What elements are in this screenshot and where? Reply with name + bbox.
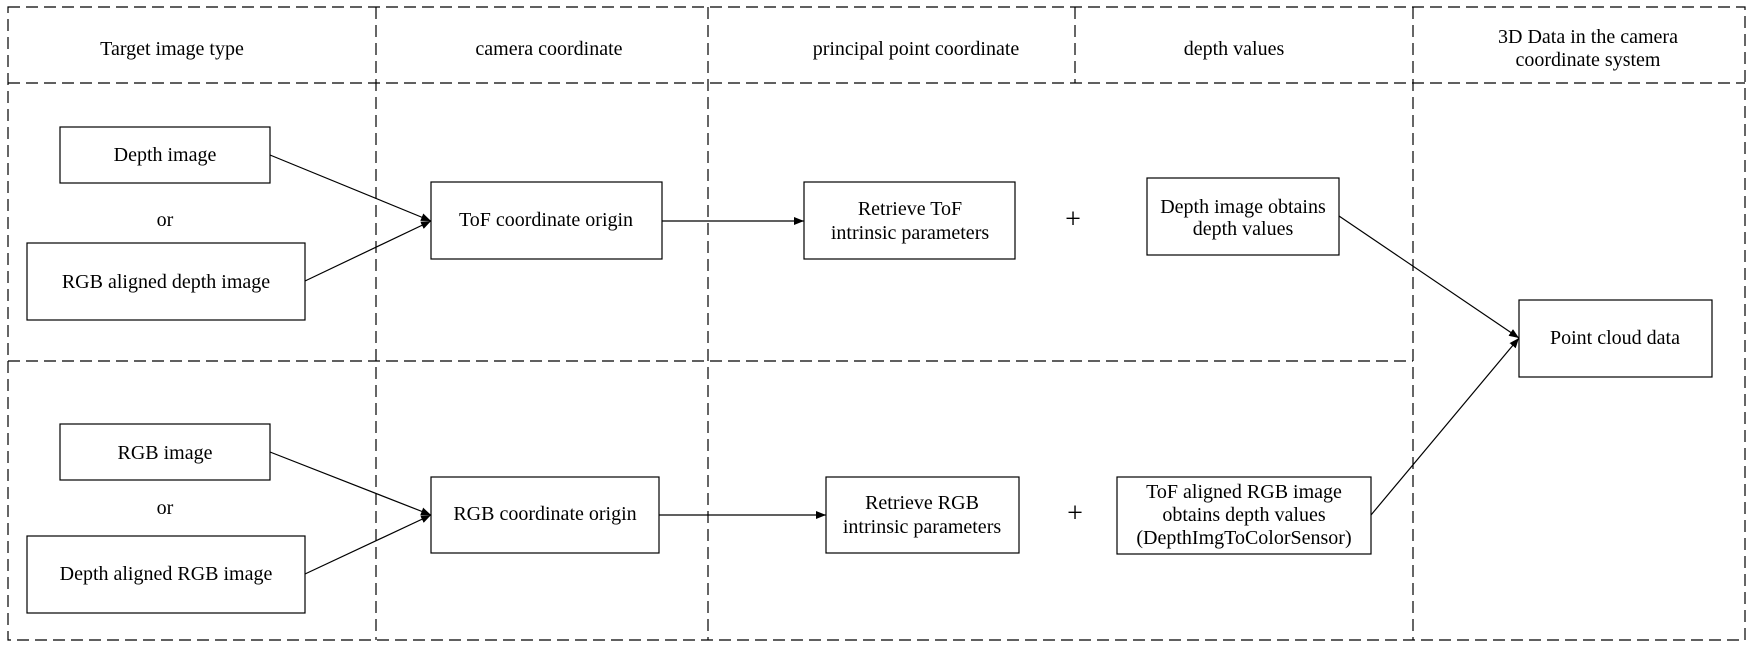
plus-sign-tof: + (1065, 204, 1081, 235)
arrow-rgb-to-rgb-origin (269, 451, 432, 516)
rgb-image-box (59, 423, 271, 481)
depth-values-rgb-line1: ToF aligned RGB image (1146, 481, 1342, 503)
retrieve-rgb-line2: intrinsic parameters (843, 516, 1001, 538)
header-row: Target image type camera coordinate prin… (100, 26, 1678, 71)
header-camera-coordinate: camera coordinate (475, 38, 622, 60)
depth-image-box (59, 126, 271, 184)
rgb-origin-label: RGB coordinate origin (453, 503, 636, 525)
retrieve-tof-line2: intrinsic parameters (831, 222, 989, 244)
or-label-tof: or (157, 209, 174, 231)
rgb-aligned-depth-image-label: RGB aligned depth image (62, 271, 270, 293)
retrieve-rgb-line1: Retrieve RGB (865, 492, 979, 514)
tof-row: Depth image or RGB aligned depth image T… (26, 126, 1340, 321)
header-3d-data-line2: coordinate system (1516, 49, 1661, 71)
arrow-depth-to-tof-origin (269, 154, 432, 222)
arrow-depth-aligned-to-rgb-origin (304, 514, 432, 575)
arrows (269, 154, 1520, 575)
tof-origin-label: ToF coordinate origin (459, 209, 633, 231)
depth-values-rgb-line2: obtains depth values (1162, 504, 1326, 526)
outer-border (7, 6, 1746, 641)
arrow-tof-depth-to-point-cloud (1338, 215, 1520, 339)
depth-aligned-rgb-image-label: Depth aligned RGB image (60, 563, 273, 585)
rgb-origin-box (430, 476, 660, 554)
retrieve-rgb-box (825, 476, 1020, 554)
header-target-image-type: Target image type (100, 38, 244, 60)
rgb-row: RGB image or Depth aligned RGB image RGB… (26, 423, 1372, 614)
depth-image-label: Depth image (114, 144, 217, 166)
output-column: Point cloud data (1518, 299, 1713, 378)
retrieve-tof-line1: Retrieve ToF (858, 198, 962, 220)
point-cloud-box (1518, 299, 1713, 378)
header-3d-data-line1: 3D Data in the camera (1498, 26, 1678, 48)
depth-values-tof-line2: depth values (1193, 218, 1294, 240)
depth-aligned-rgb-image-box (26, 535, 306, 614)
depth-values-rgb-box (1116, 476, 1372, 555)
header-depth-values: depth values (1184, 38, 1285, 60)
arrow-rgb-depth-to-point-cloud (1370, 337, 1520, 516)
dashed-grid (7, 6, 1746, 641)
point-cloud-label: Point cloud data (1550, 327, 1680, 349)
plus-sign-rgb: + (1067, 498, 1083, 529)
arrow-rgb-aligned-to-tof-origin (304, 220, 432, 282)
rgb-image-label: RGB image (118, 442, 213, 464)
header-principal-point: principal point coordinate (813, 38, 1020, 60)
rgb-aligned-depth-image-box (26, 242, 306, 321)
or-label-rgb: or (157, 497, 174, 519)
depth-values-tof-line1: Depth image obtains (1160, 196, 1326, 218)
depth-values-rgb-line3: (DepthImgToColorSensor) (1136, 527, 1351, 549)
retrieve-tof-box (803, 181, 1016, 260)
